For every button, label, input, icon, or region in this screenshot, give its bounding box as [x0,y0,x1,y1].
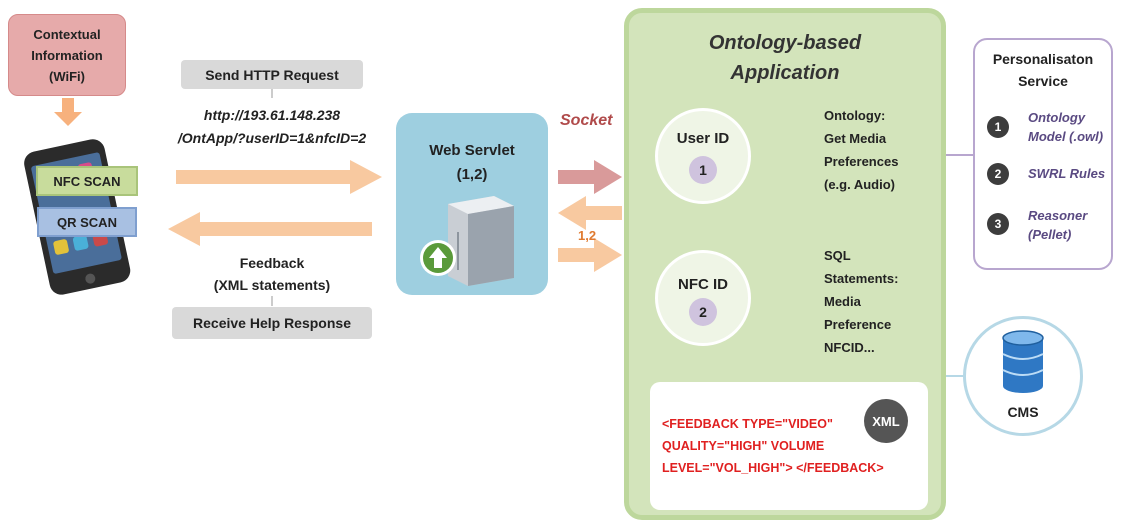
server-icon [420,196,514,286]
pers-title-line-1: Personalisaton [992,51,1094,67]
nfc-id-node [655,250,751,346]
cms-label: CMS [1007,404,1039,420]
xml-feedback-text: <FEEDBACK TYPE="VIDEO" QUALITY="HIGH" VO… [662,413,884,479]
qr-scan-button[interactable]: QR SCAN [37,207,137,237]
nfc-id-number: 2 [689,298,717,326]
nfc-id-description: SQL Statements: Media Preference NFCID..… [824,244,898,359]
pers-item-number: 2 [987,163,1009,185]
pers-title-line-2: Service [1018,73,1068,89]
nfc-desc-line: NFCID... [824,340,875,355]
return-arrow-left [558,196,622,230]
pers-item-line: Reasoner [1028,208,1088,223]
request-url-line-2: /OntApp/?userID=1&nfcID=2 [177,130,367,146]
app-title-line-2: Application [730,62,840,84]
nfc-id-label: NFC ID [678,276,728,293]
app-title: Ontology-based Application [624,28,946,88]
send-http-request-label: Send HTTP Request [181,60,363,89]
pers-item-line: Ontology [1028,110,1086,125]
user-id-label: User ID [676,130,730,147]
nfc-desc-line: Media [824,294,861,309]
receive-help-response-label: Receive Help Response [172,307,372,339]
context-down-arrow [54,98,82,126]
pers-item-swrl-rules: SWRL Rules [1028,164,1105,183]
socket-arrow [558,160,622,194]
user-desc-line: Get Media [824,131,887,146]
pers-item-number: 1 [987,116,1009,138]
return-arrow-right [558,238,622,272]
web-servlet-sub: (1,2) [456,166,488,183]
xml-line: LEVEL="VOL_HIGH"> </FEEDBACK> [662,461,884,475]
feedback-line-1: Feedback [239,255,305,271]
user-id-number: 1 [689,156,717,184]
personalisation-title: Personalisaton Service [973,48,1113,92]
socket-label: Socket [560,112,613,129]
web-servlet-title: Web Servlet (1,2) [396,139,548,187]
request-url-line-1: http://193.61.148.238 [203,107,341,123]
xml-line: <FEEDBACK TYPE="VIDEO" [662,417,833,431]
xml-line: QUALITY="HIGH" VOLUME [662,439,825,453]
context-line-2: Information [31,47,103,63]
response-arrow [168,212,372,246]
xml-badge: XML [864,399,908,443]
pers-item-number: 3 [987,213,1009,235]
return-ids-label: 1,2 [578,228,597,243]
user-desc-line: Ontology: [824,108,886,123]
pers-item-line: Model (.owl) [1028,129,1104,144]
nfc-desc-line: Preference [824,317,892,332]
pers-item-line: SWRL Rules [1028,166,1106,181]
nfc-scan-button[interactable]: NFC SCAN [36,166,138,196]
user-id-description: Ontology: Get Media Preferences (e.g. Au… [824,104,898,196]
pers-item-reasoner: Reasoner (Pellet) [1028,206,1087,244]
web-servlet-label: Web Servlet [429,142,515,159]
user-desc-line: (e.g. Audio) [824,177,896,192]
database-icon [1002,330,1044,393]
context-line-3: (WiFi) [49,68,85,84]
feedback-line-2: (XML statements) [213,277,331,293]
nfc-desc-line: Statements: [824,271,899,286]
user-desc-line: Preferences [824,154,899,169]
pers-item-line: (Pellet) [1028,227,1072,242]
contextual-information-box: Contextual Information (WiFi) [8,14,126,96]
pers-item-ontology-model: Ontology Model (.owl) [1028,108,1103,146]
nfc-desc-line: SQL [824,248,851,263]
request-arrow [176,160,382,194]
feedback-text: Feedback (XML statements) [182,252,362,296]
context-line-1: Contextual [33,26,101,42]
request-url: http://193.61.148.238 /OntApp/?userID=1&… [150,104,394,150]
app-title-line-1: Ontology-based [708,32,862,54]
